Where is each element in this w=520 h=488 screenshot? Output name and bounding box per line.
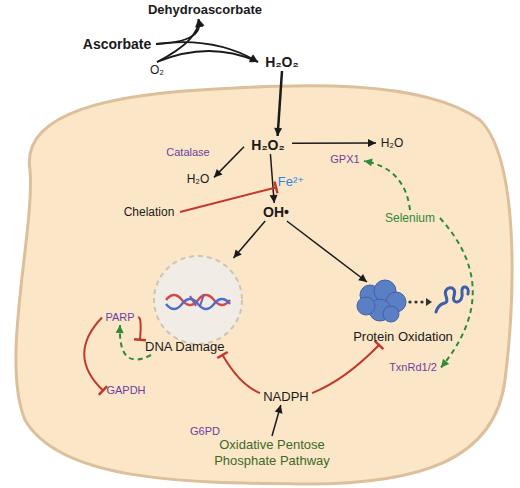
node-text: TxnRd1/2	[389, 361, 437, 374]
connector-line	[156, 42, 258, 62]
arrow-head	[275, 405, 283, 414]
connector-line	[156, 19, 199, 44]
node-text: Protein Oxidation	[353, 329, 453, 345]
inhibition-bar	[134, 339, 146, 340]
inhibition-bar	[275, 182, 278, 194]
connector-line	[287, 221, 367, 282]
node-text: Chelation	[124, 205, 175, 219]
arrow-connector	[156, 19, 205, 44]
arrow-head	[270, 195, 278, 203]
node-text: Dehydroascorbate	[148, 2, 262, 18]
inhibition-connector	[134, 317, 146, 340]
connector-line	[157, 51, 258, 62]
text-node: NADPH	[260, 388, 312, 405]
arrow-head	[214, 169, 222, 178]
protein-blob	[357, 280, 406, 322]
arrow-head	[116, 325, 124, 333]
arrow-connector	[157, 51, 258, 62]
arrow-connector	[156, 42, 258, 62]
nucleus	[154, 256, 242, 344]
inhibition-connector	[180, 182, 277, 212]
text-node: Fe²⁺	[276, 173, 306, 190]
arrow-connector	[440, 218, 473, 368]
inhibition-connector	[312, 341, 383, 393]
inhibition-bar	[99, 386, 107, 395]
text-node: H₂O	[376, 135, 408, 151]
text-node: OH•	[258, 203, 294, 221]
dotted-arrow	[408, 298, 432, 306]
text-node: GPX1	[326, 152, 364, 167]
node-text: GAPDH	[106, 384, 145, 397]
node-text: PARP	[105, 311, 134, 324]
text-node: H₂O₂	[258, 53, 306, 71]
arrow-head	[234, 249, 242, 258]
node-text: GPX1	[330, 153, 359, 166]
node-text: Oxidative Pentose Phosphate Pathway	[198, 437, 346, 468]
arrow-connector	[287, 221, 367, 282]
arrow-connector	[234, 221, 266, 258]
unfolded-protein	[436, 287, 468, 312]
connector-line	[364, 161, 410, 210]
arrow-connector	[292, 139, 376, 147]
node-text: H₂O	[187, 172, 210, 186]
connector-line	[84, 318, 103, 391]
node-text: H₂O	[381, 136, 404, 150]
arrow-connector	[157, 19, 203, 62]
connector-line	[292, 142, 376, 144]
text-node: Dehydroascorbate	[140, 1, 270, 19]
connector-line	[234, 221, 266, 258]
dna-break	[190, 294, 204, 306]
enzyme-label: Catalase	[160, 146, 216, 159]
arrow-head	[364, 158, 373, 166]
node-text: H₂O₂	[251, 137, 284, 154]
arrow-connector	[214, 147, 244, 178]
node-text: Selenium	[385, 211, 435, 225]
connector-line	[180, 187, 276, 212]
arrow-connector	[364, 158, 410, 210]
text-node: Chelation	[118, 204, 180, 220]
node-text: Fe²⁺	[278, 174, 304, 190]
node-text: OH•	[263, 204, 289, 221]
connector-line	[223, 355, 261, 393]
connector-line	[138, 317, 141, 339]
text-node: PARP	[102, 310, 138, 325]
connector-line	[214, 147, 244, 178]
connector-line	[440, 218, 473, 368]
connector-line	[278, 71, 282, 136]
node-text: O₂	[150, 63, 164, 77]
cell-outline	[16, 86, 512, 484]
node-text: Ascorbate	[83, 36, 151, 53]
text-node: TxnRd1/2	[385, 360, 441, 375]
text-node: Protein Oxidation	[343, 275, 463, 345]
enzyme-label: G6PD	[185, 425, 225, 438]
node-text: DNA Damage	[145, 339, 224, 355]
text-node: Selenium	[380, 210, 440, 226]
text-node: GAPDH	[103, 383, 149, 398]
arrow-head	[441, 359, 449, 368]
arrow-head	[195, 19, 203, 27]
text-node: DNA Damage	[140, 253, 250, 355]
text-node: Oxidative Pentose Phosphate Pathway	[198, 436, 346, 470]
arrow-connector	[274, 71, 282, 136]
connector-line	[312, 345, 379, 393]
node-text: H₂O₂	[265, 54, 298, 71]
arrow-head	[274, 128, 282, 136]
text-node: O₂	[145, 62, 169, 78]
dna-strand	[166, 299, 230, 309]
inhibition-connector	[217, 352, 260, 393]
text-node: Ascorbate	[78, 35, 156, 53]
arrow-connector	[270, 154, 278, 203]
text-node: H₂O	[182, 171, 214, 187]
text-node: H₂O₂	[244, 136, 292, 154]
arrow-head	[358, 274, 367, 282]
arrow-connector	[272, 405, 282, 436]
node-text: NADPH	[263, 389, 309, 405]
inhibition-connector	[84, 318, 107, 395]
arrow-head	[249, 55, 258, 62]
arrow-head	[368, 139, 376, 147]
